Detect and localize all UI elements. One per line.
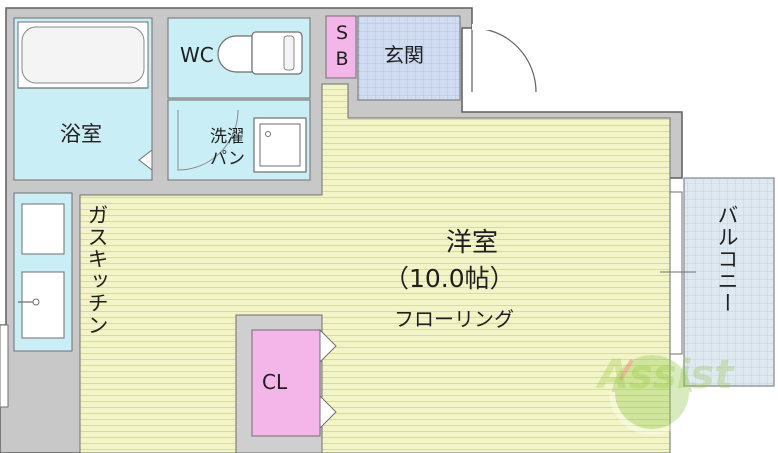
shoe-box-label-line2: B	[335, 48, 349, 70]
bathroom-area	[13, 17, 153, 181]
washroom-area	[167, 99, 311, 181]
shoe-box	[325, 15, 357, 79]
washer-label-line2: パン	[210, 149, 245, 169]
toilet-bowl	[217, 35, 253, 73]
bathroom-label: 浴室	[60, 122, 102, 146]
entrance-label: 玄関	[384, 43, 424, 67]
closet-label: CL	[262, 370, 288, 394]
balcony-label: バルコニー	[715, 204, 739, 314]
balcony-window	[669, 191, 683, 355]
sink	[21, 271, 65, 339]
shoe-box-label: S B	[330, 20, 354, 72]
watermark-logo	[609, 355, 695, 435]
kitchen-window	[0, 324, 9, 408]
kitchen-counter	[13, 192, 73, 352]
western-room-label: 洋室	[446, 228, 499, 258]
kitchen-label: ガスキッチン	[85, 204, 109, 336]
western-room-floor-label: フローリング	[394, 307, 514, 331]
entrance-door	[471, 27, 537, 93]
stove	[21, 203, 65, 255]
western-room-size: （10.0帖）	[384, 264, 515, 293]
toilet-label: WC	[180, 43, 214, 67]
toilet-area	[167, 17, 311, 99]
balcony-area	[660, 177, 775, 387]
washer-label-line1: 洗濯	[210, 127, 244, 147]
closet-area	[235, 314, 337, 453]
entrance-area	[357, 15, 537, 101]
watermark-text: Assist	[598, 352, 734, 398]
shoe-box-label-line1: S	[335, 22, 349, 44]
western-room-floor	[79, 83, 671, 453]
